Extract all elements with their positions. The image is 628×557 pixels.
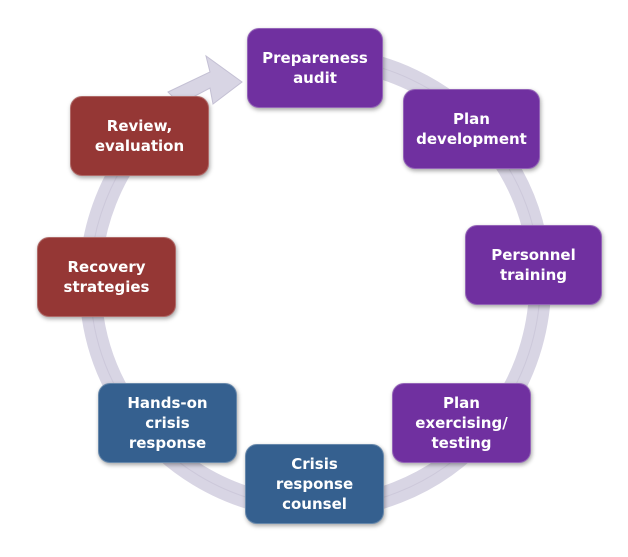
step-label-line: response: [128, 434, 207, 452]
step-label-line: Hands-on crisis: [127, 394, 208, 432]
step-label: Recovery strategies: [64, 257, 150, 297]
step-personnel-training: Personnel training: [465, 225, 602, 305]
step-label-line: strategies: [63, 278, 150, 296]
step-label-line: Plan exercising/: [415, 394, 508, 432]
step-plan-development: Plan development: [403, 89, 540, 169]
step-label-line: evaluation: [94, 137, 185, 155]
step-label: Plan exercising/ testing: [397, 393, 526, 453]
step-label-line: testing: [431, 434, 492, 452]
step-label-line: Prepareness: [262, 49, 368, 67]
step-label: Plan development: [416, 109, 527, 149]
step-label: Crisis response counsel: [250, 454, 379, 514]
step-hands-on-crisis-response: Hands-on crisis response: [98, 383, 237, 463]
step-crisis-response-counsel: Crisis response counsel: [245, 444, 384, 524]
step-label: Review, evaluation: [95, 116, 184, 156]
step-label-line: development: [416, 130, 527, 148]
step-label-line: Personnel: [491, 246, 576, 264]
step-preparedness-audit: Prepareness audit: [247, 28, 383, 108]
step-label-line: audit: [293, 69, 337, 87]
step-label: Personnel training: [491, 245, 575, 285]
step-recovery-strategies: Recovery strategies: [37, 237, 176, 317]
step-label-line: Crisis response: [275, 455, 354, 493]
step-label-line: training: [499, 266, 568, 284]
step-label-line: Review,: [106, 117, 173, 135]
step-label-line: Recovery: [67, 258, 146, 276]
step-label: Hands-on crisis response: [103, 393, 232, 453]
step-label-line: counsel: [282, 495, 347, 513]
step-label: Prepareness audit: [262, 48, 368, 88]
step-review-evaluation: Review, evaluation: [70, 96, 209, 176]
step-plan-exercising-testing: Plan exercising/ testing: [392, 383, 531, 463]
step-label-line: Plan: [453, 110, 490, 128]
